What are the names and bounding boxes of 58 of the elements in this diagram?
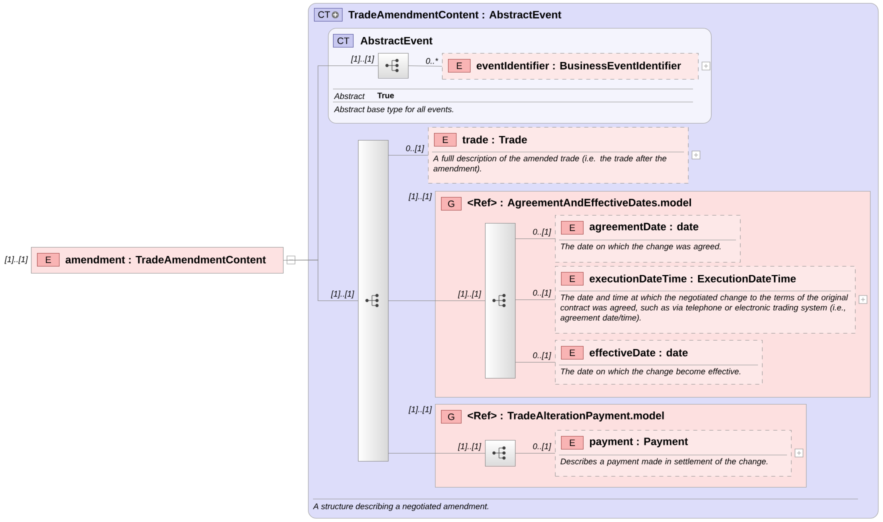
- type-badge: E: [434, 133, 457, 147]
- type-badge: E: [37, 253, 60, 267]
- node-label: eventIdentifier : BusinessEventIdentifier: [476, 62, 681, 70]
- node-label: executionDateTime : ExecutionDateTime: [590, 274, 796, 282]
- connector-line: [515, 362, 556, 363]
- connector-line: [388, 300, 436, 302]
- node-label: The date on which the change become effective.: [561, 368, 740, 376]
- edge-label: 0..*: [426, 58, 438, 64]
- connector-line: [283, 260, 358, 302]
- edge-label: 0..[1]: [533, 290, 552, 298]
- edge-label: [1]..[1]: [330, 290, 354, 298]
- node-label: <Ref> : AgreementAndEffectiveDates.model: [468, 198, 691, 208]
- occurrence-label: [1]..[1]: [408, 406, 432, 414]
- edge-label: 0..[1]: [406, 145, 424, 153]
- node-label: amendment : TradeAmendmentContent: [66, 256, 266, 264]
- connector-line: [434, 300, 486, 302]
- compositor-bar: [358, 140, 389, 462]
- node-label: agreementDate : date: [590, 222, 698, 232]
- type-badge: E: [561, 346, 584, 360]
- edge-label: 0..[1]: [533, 443, 552, 451]
- edge-label: [1]..[1]: [458, 290, 482, 298]
- connector-line: [515, 453, 556, 454]
- node-label: A fulll description of the amended trade (i.e. the trade after the amendment).: [432, 155, 666, 174]
- node-label: A structure describing a negotiated amendment.: [312, 503, 488, 511]
- node-label: TradeAmendmentContent : AbstractEvent: [348, 10, 562, 18]
- type-badge: G: [441, 197, 462, 211]
- connector-line: [408, 66, 442, 67]
- connector-line: [434, 453, 486, 454]
- node-label: effectiveDate : date: [590, 348, 688, 356]
- node-label: True: [377, 92, 394, 98]
- type-badge: CT: [333, 34, 354, 48]
- compositor-bar: [485, 223, 516, 379]
- occurrence-label: [1]..[1]: [408, 193, 432, 201]
- edge-label: [1]..[1]: [458, 443, 482, 451]
- compositor-box: [378, 53, 409, 79]
- connector-line: [388, 155, 428, 156]
- connector-line: [388, 453, 436, 454]
- node-label: payment : Payment: [590, 438, 688, 448]
- type-badge: E: [561, 436, 584, 450]
- node-label: The date on which the change was agreed.: [561, 243, 721, 251]
- connector-line: [515, 238, 556, 240]
- type-badge: E: [561, 272, 584, 286]
- occurrence-label: [1]..[1]: [4, 256, 28, 264]
- node-label: Abstract: [334, 92, 365, 100]
- edge-label: [1]..[1]: [350, 56, 374, 64]
- node-label: trade : Trade: [462, 136, 527, 144]
- type-badge: E: [561, 221, 584, 235]
- compositor-box: [485, 440, 516, 467]
- node-label: AbstractEvent: [360, 36, 432, 44]
- edge-label: 0..[1]: [533, 352, 552, 360]
- node-label: Describes a payment made in settlement of the change.: [560, 458, 768, 466]
- edge-label: 0..[1]: [533, 228, 552, 236]
- node-label: The date and time at which the negotiated change to the terms of the original contract was agreed, such as via telephone or electronic trading system (i.e., agreement date/time).: [560, 294, 848, 322]
- node-label: Abstract base type for all events.: [334, 106, 454, 114]
- type-badge: CT: [314, 8, 343, 22]
- node-label: <Ref> : TradeAlterationPayment.model: [468, 412, 664, 422]
- type-badge: E: [448, 59, 471, 73]
- type-badge: G: [441, 410, 462, 424]
